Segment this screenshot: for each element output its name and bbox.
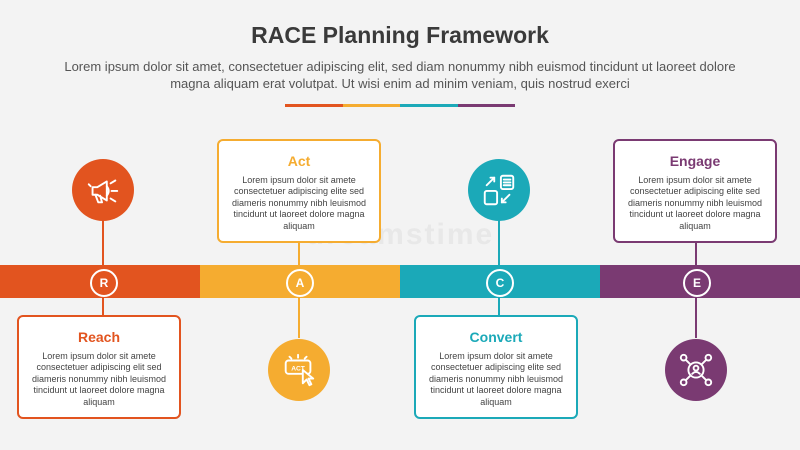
card-text-convert: Lorem ipsum dolor sit amete consectetuer… <box>428 351 564 407</box>
card-convert: Convert Lorem ipsum dolor sit amete cons… <box>414 315 578 419</box>
connector-act-top <box>298 241 300 269</box>
connector-convert-top <box>498 205 500 269</box>
connector-act-bottom <box>298 293 300 338</box>
page-subtitle: Lorem ipsum dolor sit amet, consectetuer… <box>64 59 736 91</box>
underline-segment-act <box>342 104 400 107</box>
card-reach: Reach Lorem ipsum dolor sit amete consec… <box>17 315 181 419</box>
underline-segment-engage <box>457 104 515 107</box>
connector-reach-top <box>102 205 104 269</box>
underline-segment-reach <box>285 104 343 107</box>
megaphone-icon <box>72 159 134 221</box>
card-act: Act Lorem ipsum dolor sit amete consecte… <box>217 139 381 243</box>
conversion-icon <box>468 159 530 221</box>
connector-engage-top <box>695 241 697 269</box>
underline-segment-convert <box>400 104 458 107</box>
letter-badge-reach: R <box>90 269 118 297</box>
network-user-icon <box>665 339 727 401</box>
card-text-act: Lorem ipsum dolor sit amete consectetuer… <box>231 175 367 231</box>
card-title-reach: Reach <box>77 329 121 345</box>
card-text-reach: Lorem ipsum dolor sit amete consectetuer… <box>31 351 167 407</box>
act-cursor-icon: ACT <box>268 339 330 401</box>
letter-badge-act: A <box>286 269 314 297</box>
letter-badge-engage: E <box>683 269 711 297</box>
svg-text:ACT: ACT <box>291 365 305 372</box>
card-title-act: Act <box>287 153 311 169</box>
connector-engage-bottom <box>695 293 697 338</box>
card-title-engage: Engage <box>669 153 721 169</box>
connector-convert-bottom <box>498 293 500 317</box>
card-text-engage: Lorem ipsum dolor sit amete consectetuer… <box>627 175 763 231</box>
card-title-convert: Convert <box>469 329 523 345</box>
connector-reach-bottom <box>102 293 104 317</box>
card-engage: Engage Lorem ipsum dolor sit amete conse… <box>613 139 777 243</box>
title-underline <box>285 104 515 107</box>
letter-badge-convert: C <box>486 269 514 297</box>
page-title: RACE Planning Framework <box>251 22 549 48</box>
